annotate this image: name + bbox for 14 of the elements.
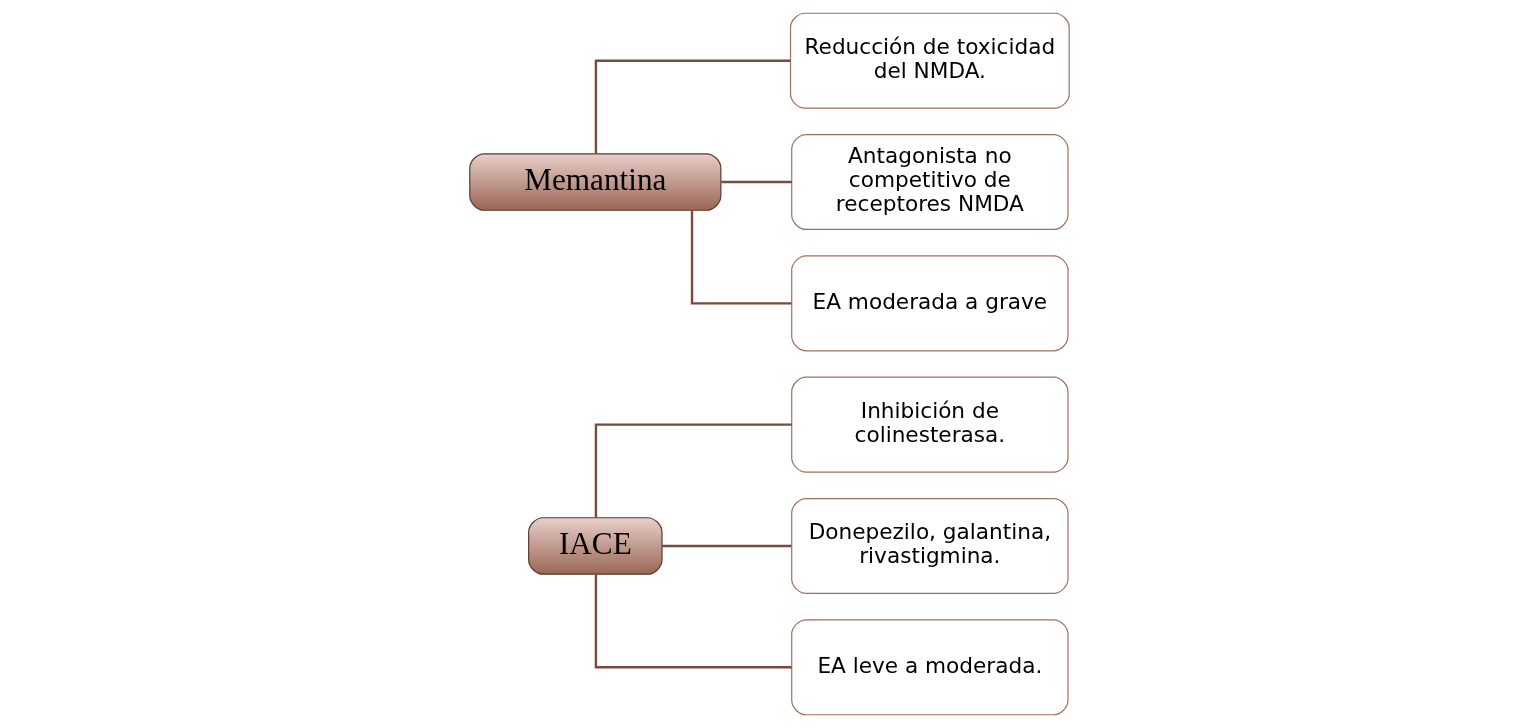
node-box: Antagonista no competitivo de receptores NMDA [791, 133, 1069, 231]
connector [690, 210, 792, 305]
node-box: Inhibición de colinesterasa. [791, 376, 1069, 473]
connector [662, 544, 792, 548]
node-box: Memantina [469, 153, 722, 211]
connector [721, 180, 792, 184]
node-box: EA leve a moderada. [791, 619, 1069, 716]
connector [594, 59, 791, 154]
node-box: Donepezilo, galantina, rivastigmina. [791, 497, 1069, 595]
node-box: EA moderada a grave [791, 255, 1069, 352]
connector [594, 574, 792, 669]
node-box: IACE [528, 517, 663, 575]
node-box: Reducción de toxicidad del NMDA. [789, 12, 1070, 109]
connector [594, 423, 792, 518]
